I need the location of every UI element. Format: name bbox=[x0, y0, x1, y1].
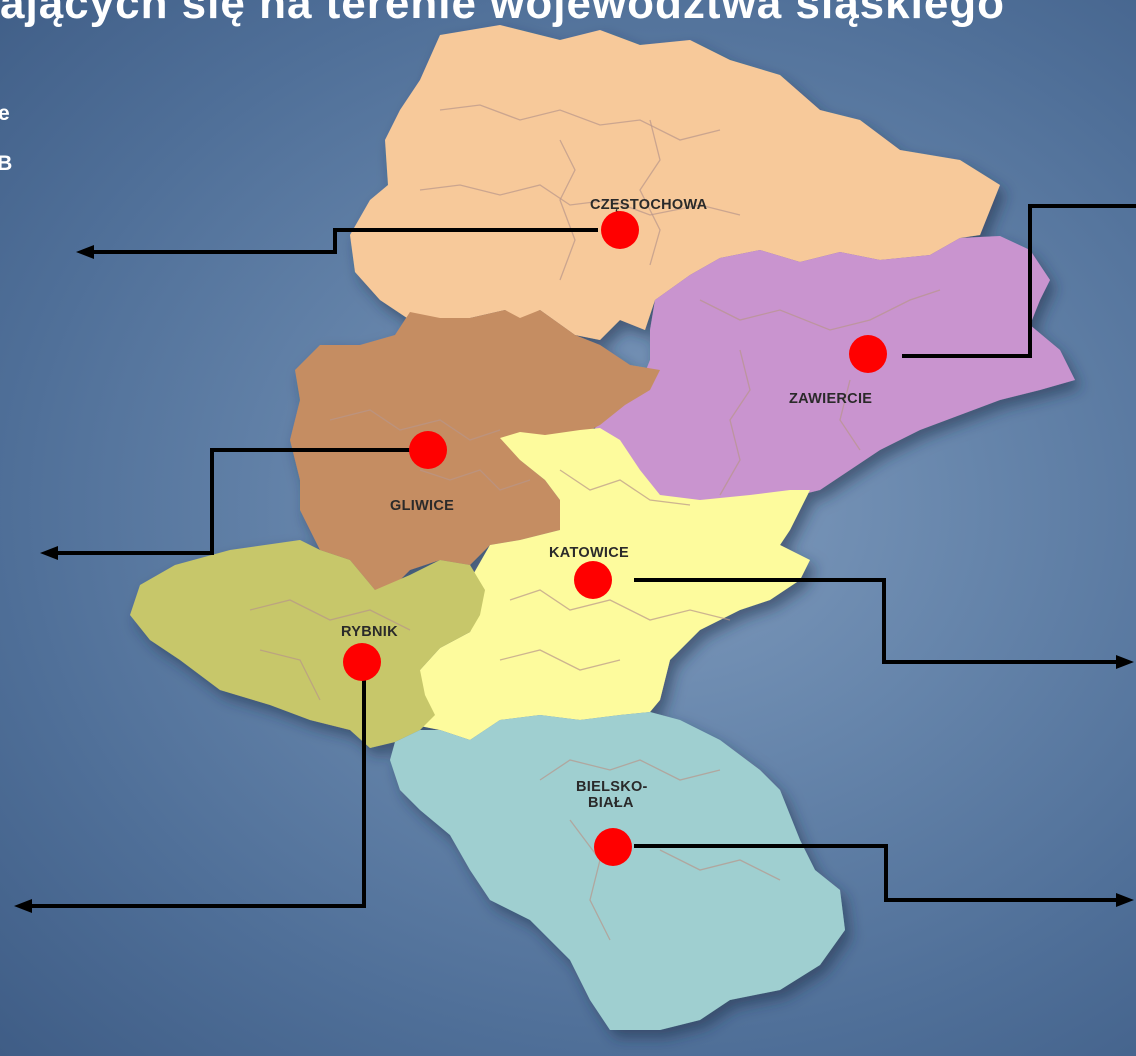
label-czestochowa: CZĘSTOCHOWA bbox=[590, 197, 708, 213]
connector-czestochowa bbox=[92, 228, 598, 254]
city-markers bbox=[343, 211, 887, 866]
arrowhead-katowice bbox=[1116, 655, 1134, 669]
marker-czestochowa[interactable] bbox=[601, 211, 639, 249]
title-fragment: ających się na terenie województwa śląsk… bbox=[0, 0, 1006, 28]
label-katowice: KATOWICE bbox=[549, 545, 629, 561]
label-bielsko-line-1: BIELSKO- bbox=[576, 779, 648, 795]
connector-zawiercie bbox=[902, 204, 1136, 358]
connector-rybnik bbox=[32, 664, 366, 908]
connector-gliwice bbox=[56, 448, 410, 555]
region-rybnik[interactable] bbox=[130, 540, 485, 748]
arrowhead-rybnik bbox=[14, 899, 32, 913]
region-bielsko-biala[interactable] bbox=[390, 712, 845, 1030]
city-labels: CZĘSTOCHOWA ZAWIERCIE GLIWICE KATOWICE R… bbox=[341, 197, 872, 811]
connector-katowice bbox=[634, 578, 1116, 664]
map-regions bbox=[130, 25, 1075, 1030]
district-borders bbox=[249, 104, 941, 941]
marker-katowice[interactable] bbox=[574, 561, 612, 599]
marker-bielsko-biala[interactable] bbox=[594, 828, 632, 866]
label-zawiercie: ZAWIERCIE bbox=[789, 391, 872, 407]
side-text-line-1: e bbox=[0, 102, 10, 125]
label-rybnik: RYBNIK bbox=[341, 624, 398, 640]
region-czestochowa[interactable] bbox=[350, 25, 1000, 340]
label-bielsko-line-2: BIAŁA bbox=[588, 795, 634, 811]
label-gliwice: GLIWICE bbox=[390, 498, 454, 514]
arrowhead-gliwice bbox=[40, 546, 58, 560]
region-zawiercie[interactable] bbox=[595, 236, 1075, 502]
region-gliwice[interactable] bbox=[290, 310, 660, 590]
arrowhead-bielsko-biala bbox=[1116, 893, 1134, 907]
marker-zawiercie[interactable] bbox=[849, 335, 887, 373]
marker-rybnik[interactable] bbox=[343, 643, 381, 681]
side-text-line-2: BB bbox=[0, 152, 13, 175]
arrowhead-czestochowa bbox=[76, 245, 94, 259]
connectors bbox=[14, 204, 1136, 913]
connector-bielsko-biala bbox=[634, 844, 1116, 902]
marker-gliwice[interactable] bbox=[409, 431, 447, 469]
